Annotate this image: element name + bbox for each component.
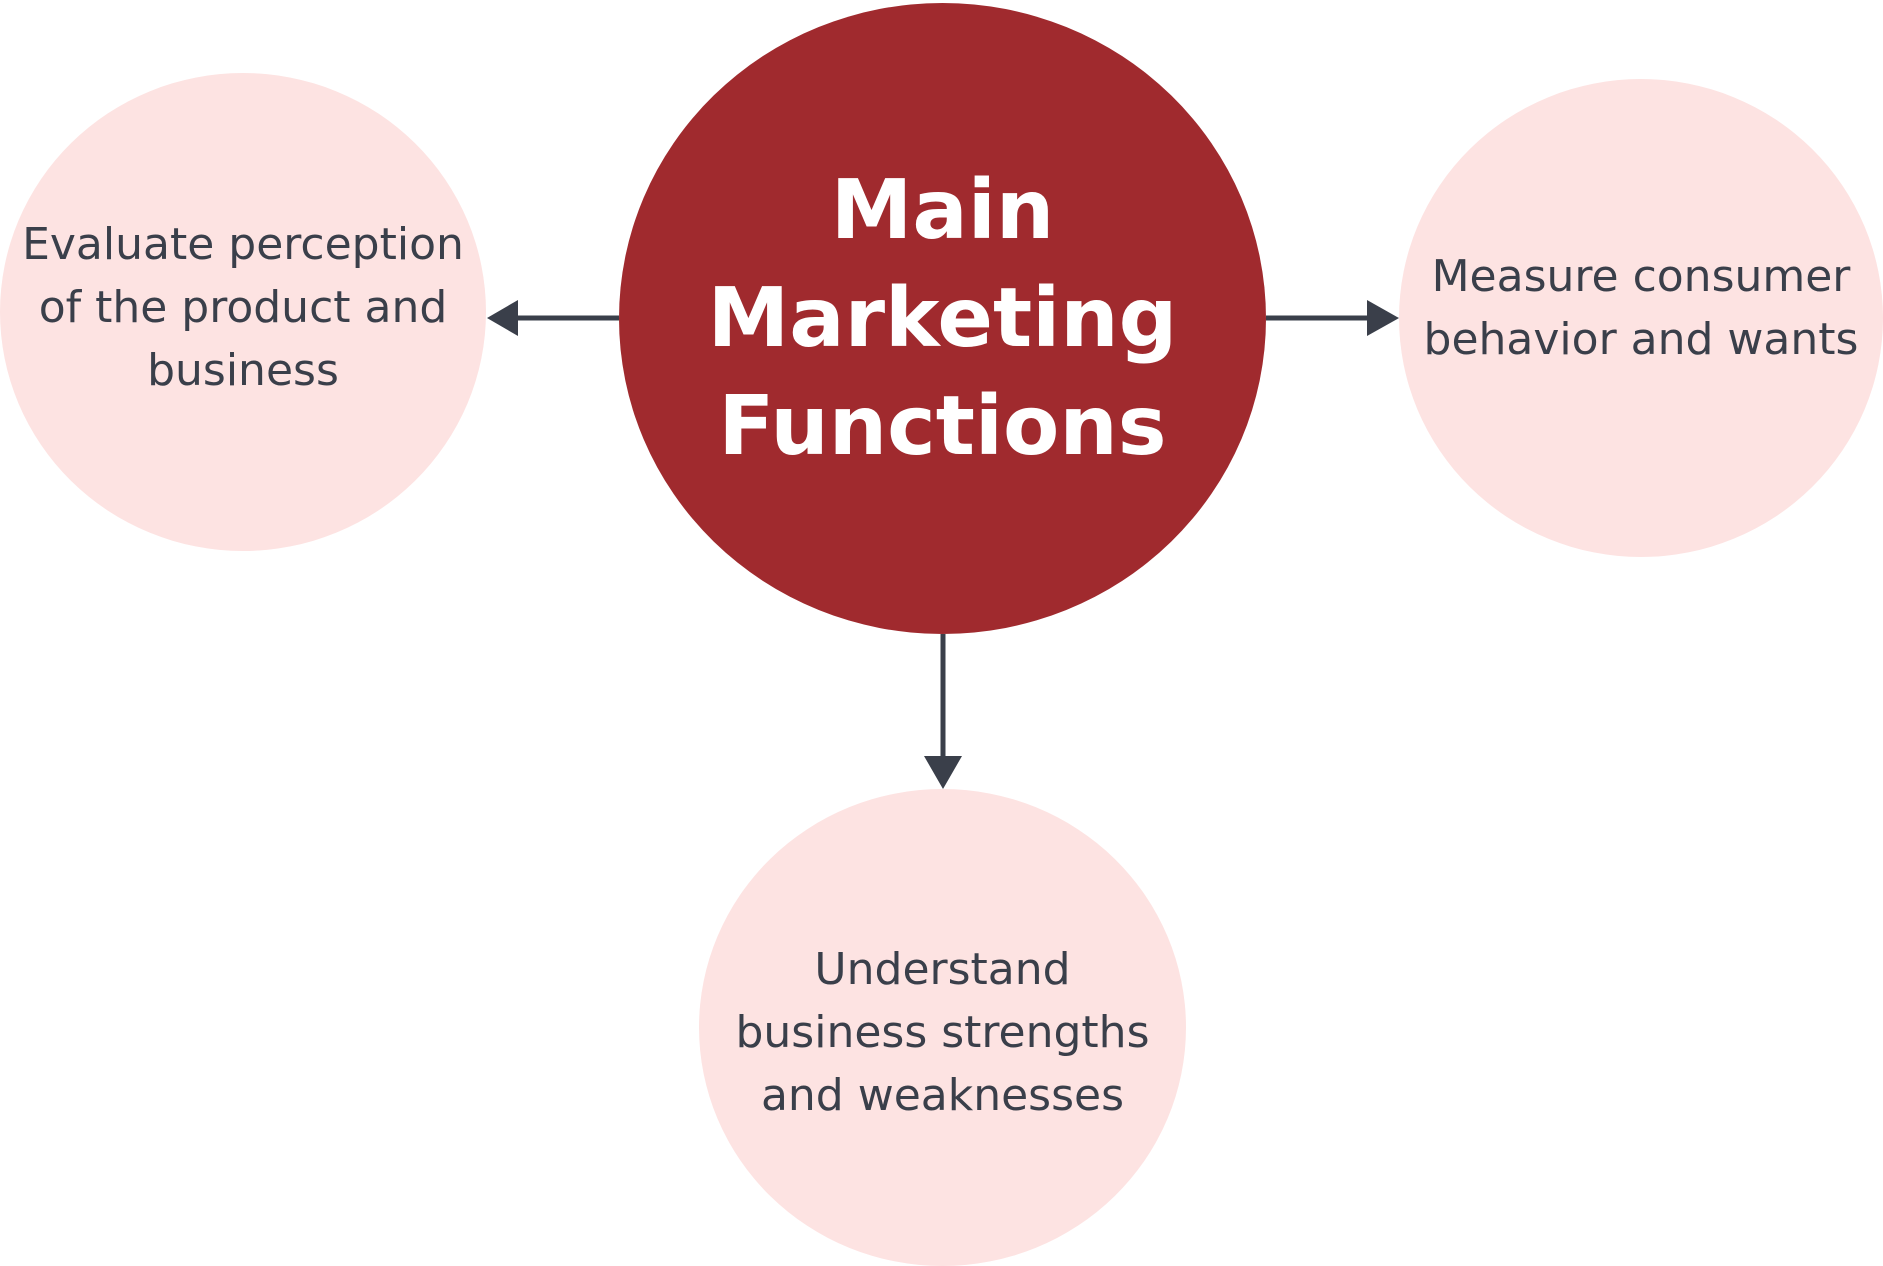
connector-bottom-arrowhead	[924, 756, 962, 789]
connector-left-arrowhead	[487, 300, 518, 336]
bottom-node-label: Understand business strengths and weakne…	[735, 944, 1150, 1121]
bottom-node: Understand business strengths and weakne…	[699, 789, 1186, 1266]
left-node: Evaluate perception of the product and b…	[0, 73, 486, 551]
left-node-label: Evaluate perception of the product and b…	[22, 218, 464, 396]
connector-right-arrowhead	[1367, 300, 1399, 336]
right-node-label: Measure consumer behavior and wants	[1423, 251, 1859, 365]
center-node-label: Main Marketing Functions	[707, 162, 1178, 474]
right-node: Measure consumer behavior and wants	[1399, 79, 1883, 557]
center-node: Main Marketing Functions	[619, 3, 1266, 634]
